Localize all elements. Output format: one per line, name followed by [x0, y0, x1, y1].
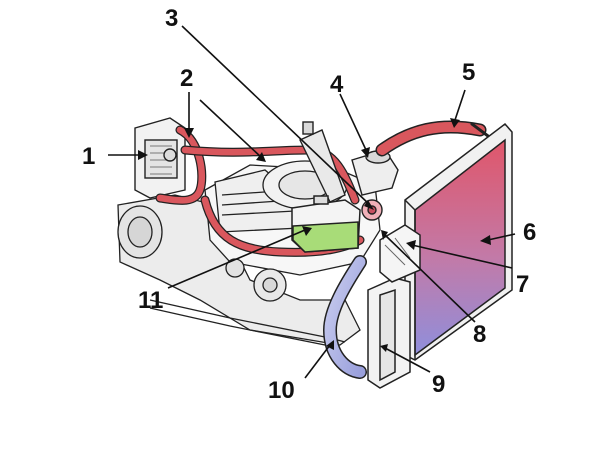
callout-7: 7 — [516, 271, 529, 298]
callout-6: 6 — [523, 219, 536, 246]
callout-labels: 1 2 3 4 5 6 7 8 9 10 11 — [82, 5, 536, 404]
leader-6 — [487, 233, 516, 241]
upper-radiator-hose — [375, 120, 490, 157]
callout-10: 10 — [268, 377, 295, 404]
callout-1: 1 — [82, 143, 95, 170]
callout-leaders — [108, 25, 516, 379]
callout-11: 11 — [138, 287, 163, 314]
callout-4: 4 — [330, 71, 344, 98]
leader-11 — [167, 229, 306, 289]
callout-arrowheads — [138, 118, 491, 352]
callout-3: 3 — [165, 5, 178, 32]
heater-core — [134, 117, 186, 199]
leader-4 — [339, 93, 367, 151]
callout-9: 9 — [432, 371, 445, 398]
callout-8: 8 — [473, 321, 486, 348]
leader-3 — [181, 25, 371, 206]
leader-9 — [384, 347, 431, 373]
leader-10 — [304, 344, 331, 379]
callout-2: 2 — [180, 65, 193, 92]
leader-5 — [454, 89, 466, 121]
leader-2b — [199, 99, 263, 159]
callout-5: 5 — [462, 59, 475, 86]
radiator — [367, 122, 513, 389]
leader-7 — [411, 244, 513, 269]
leader-8 — [384, 234, 476, 323]
lower-radiator-hose — [322, 255, 367, 379]
